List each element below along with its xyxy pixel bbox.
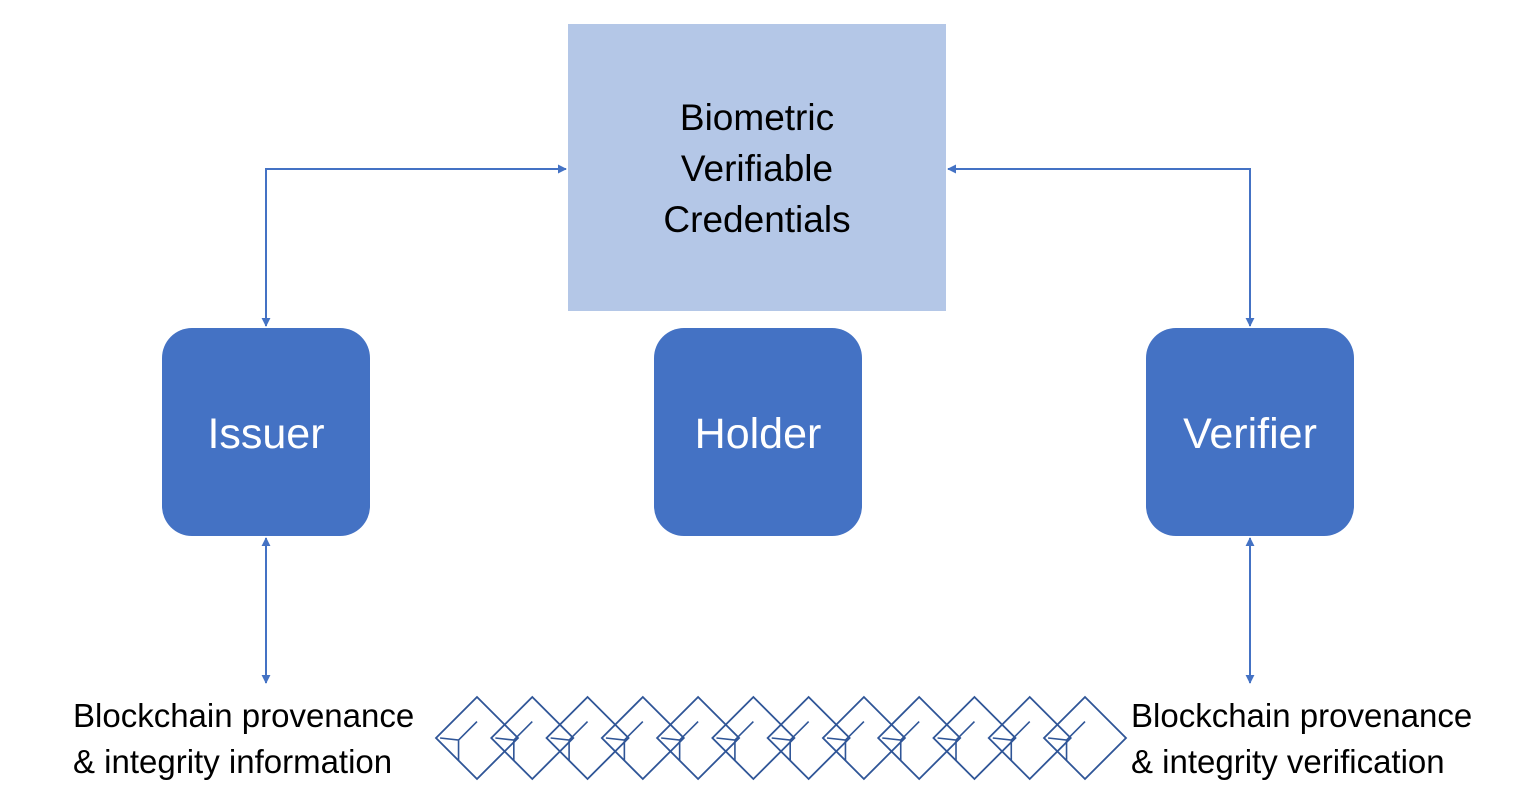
chain-block-facet (661, 721, 699, 761)
chain-block-outline (932, 695, 1017, 781)
role-issuer: Issuer (162, 328, 370, 536)
chain-block-facet (771, 721, 810, 761)
chain-block-facet (1048, 721, 1086, 761)
blockchain-icon (434, 695, 1128, 781)
connector-verifier-credentials (947, 164, 1255, 327)
chain-block-facet (495, 721, 533, 761)
chain-block-facet (826, 721, 865, 761)
chain-block-facet (937, 721, 976, 761)
caption-right: Blockchain provenance & integrity verifi… (1131, 693, 1472, 785)
chain-block-outline (766, 695, 851, 781)
chain-block-facet (550, 721, 589, 761)
chain-block (434, 695, 520, 781)
chain-block-facet (605, 721, 644, 761)
issuer-label: Issuer (207, 410, 324, 458)
chain-block-outline (876, 695, 962, 781)
caption-left-line-2: & integrity information (73, 743, 393, 780)
credentials-box: Biometric Verifiable Credentials (568, 24, 946, 311)
role-holder: Holder (654, 328, 862, 536)
chain-block (655, 695, 741, 781)
chain-block (490, 695, 575, 781)
chain-block-outline (490, 695, 575, 781)
chain-block (766, 695, 851, 781)
chain-block-outline (545, 695, 630, 781)
chain-block-outline (655, 695, 741, 781)
holder-label: Holder (695, 410, 822, 458)
chain-block (1042, 695, 1128, 781)
chain-block (711, 695, 796, 781)
chain-block (987, 695, 1073, 781)
chain-block-outline (821, 695, 907, 781)
chain-block-facet (882, 721, 920, 761)
credentials-line-1: Biometric (680, 97, 834, 138)
chain-block-outline (434, 695, 520, 781)
chain-block-facet (992, 721, 1031, 761)
chain-block-outline (711, 695, 796, 781)
chain-block-outline (1042, 695, 1128, 781)
connector-issuer-credentials (261, 164, 567, 327)
caption-left-line-1: Blockchain provenance (73, 697, 415, 734)
verifier-label: Verifier (1183, 410, 1317, 458)
chain-block-outline (600, 695, 686, 781)
chain-block-outline (987, 695, 1073, 781)
verifier-box (1146, 328, 1354, 536)
holder-box (654, 328, 862, 536)
chain-block (932, 695, 1017, 781)
credentials-line-3: Credentials (663, 199, 850, 240)
chain-block-facet (440, 721, 478, 761)
chain-block (545, 695, 630, 781)
role-verifier: Verifier (1146, 328, 1354, 536)
credentials-line-2: Verifiable (681, 148, 833, 189)
chain-block (821, 695, 907, 781)
caption-right-line-2: & integrity verification (1131, 743, 1445, 780)
caption-right-line-1: Blockchain provenance (1131, 697, 1473, 734)
caption-left: Blockchain provenance & integrity inform… (73, 693, 414, 785)
chain-block (876, 695, 962, 781)
credentials-box-shape (568, 24, 946, 311)
chain-block-facet (716, 721, 754, 761)
chain-block (600, 695, 686, 781)
issuer-box (162, 328, 370, 536)
